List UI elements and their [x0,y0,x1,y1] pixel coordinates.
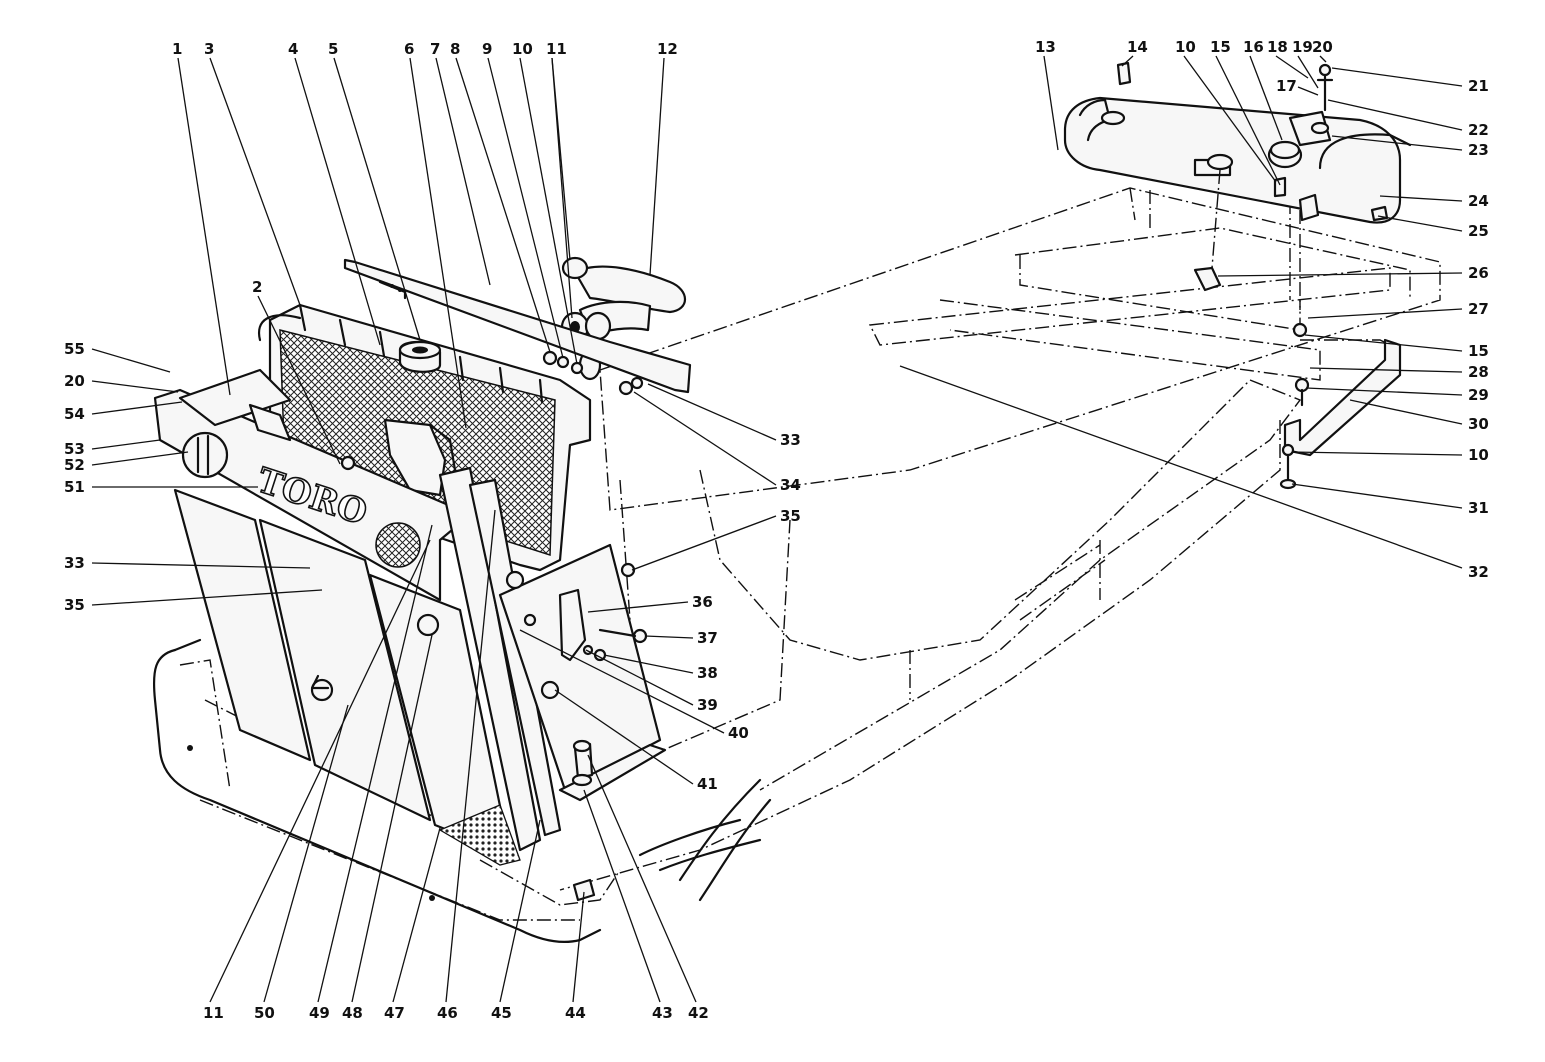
upper-hoses [560,256,687,343]
center-tank-bracket [1193,153,1308,338]
callout-label: 23 [1468,141,1489,159]
fuel-tank-strap [1279,338,1402,490]
callout-label: 8 [450,40,460,58]
callout-label: 27 [1468,300,1489,318]
callout-label: 38 [697,664,718,682]
callout-label: 19 [1292,38,1313,56]
callout-label: 29 [1468,386,1489,404]
callout-label: 1 [172,40,182,58]
callout-label: 42 [688,1004,709,1022]
callout-label: 24 [1468,192,1489,210]
callout-label: 20 [1312,38,1333,56]
callout-label: 40 [728,724,749,742]
callout-label: 30 [1468,415,1489,433]
callout-label: 5 [328,40,338,58]
callout-label: 13 [1035,38,1056,56]
callout-label: 10 [1468,446,1489,464]
callout-label: 10 [1175,38,1196,56]
fuel-tank-assembly [1063,61,1412,224]
radiator-side-supports [438,466,667,852]
callout-label: 12 [657,40,678,58]
callout-label: 10 [512,40,533,58]
callout-label: 37 [697,629,718,647]
callout-label: 36 [692,593,713,611]
callout-label: 33 [780,431,801,449]
callout-label: 43 [652,1004,673,1022]
chassis-frame [559,187,1441,891]
callout-label: 6 [404,40,414,58]
callout-label: 26 [1468,264,1489,282]
callout-label: 9 [482,40,492,58]
callout-label: 44 [565,1004,586,1022]
callout-label: 51 [64,478,85,496]
front-bumper-frame [152,638,772,944]
callout-label: 17 [1276,77,1297,95]
callout-label: 22 [1468,121,1489,139]
callout-label: 31 [1468,499,1489,517]
callout-label: 47 [384,1004,405,1022]
callout-label: 35 [64,596,85,614]
callout-label: 11 [546,40,567,58]
callout-label: 50 [254,1004,275,1022]
callout-label: 41 [697,775,718,793]
callout-label: 55 [64,340,85,358]
callout-label: 33 [64,554,85,572]
callout-label: 7 [430,40,440,58]
callout-label: 49 [309,1004,330,1022]
callout-label: 52 [64,456,85,474]
callout-label: 21 [1468,77,1489,95]
callout-label: 53 [64,440,85,458]
callout-label: 28 [1468,363,1489,381]
callout-label: 48 [342,1004,363,1022]
callout-label: 14 [1127,38,1148,56]
callout-label: 20 [64,372,85,390]
callout-label: 25 [1468,222,1489,240]
leader-lines [91,55,1463,1003]
callout-label: 11 [203,1004,224,1022]
callout-label: 18 [1267,38,1288,56]
callout-label: 35 [780,507,801,525]
callout-label: 4 [288,40,298,58]
callout-label: 39 [697,696,718,714]
callout-label: 46 [437,1004,458,1022]
callout-label: 32 [1468,563,1489,581]
callout-labels: 1 3 4 5 6 7 8 9 10 11 12 13 14 10 15 16 … [64,38,1489,1022]
callout-label: 16 [1243,38,1264,56]
callout-label: 34 [780,476,801,494]
callout-label: 3 [204,40,214,58]
callout-label: 54 [64,405,85,423]
callout-label: 15 [1468,342,1489,360]
lower-side-panels [173,488,521,866]
callout-label: 15 [1210,38,1231,56]
callout-label: 45 [491,1004,512,1022]
callout-label: 2 [252,278,262,296]
mount-bolt-hardware [571,739,596,902]
